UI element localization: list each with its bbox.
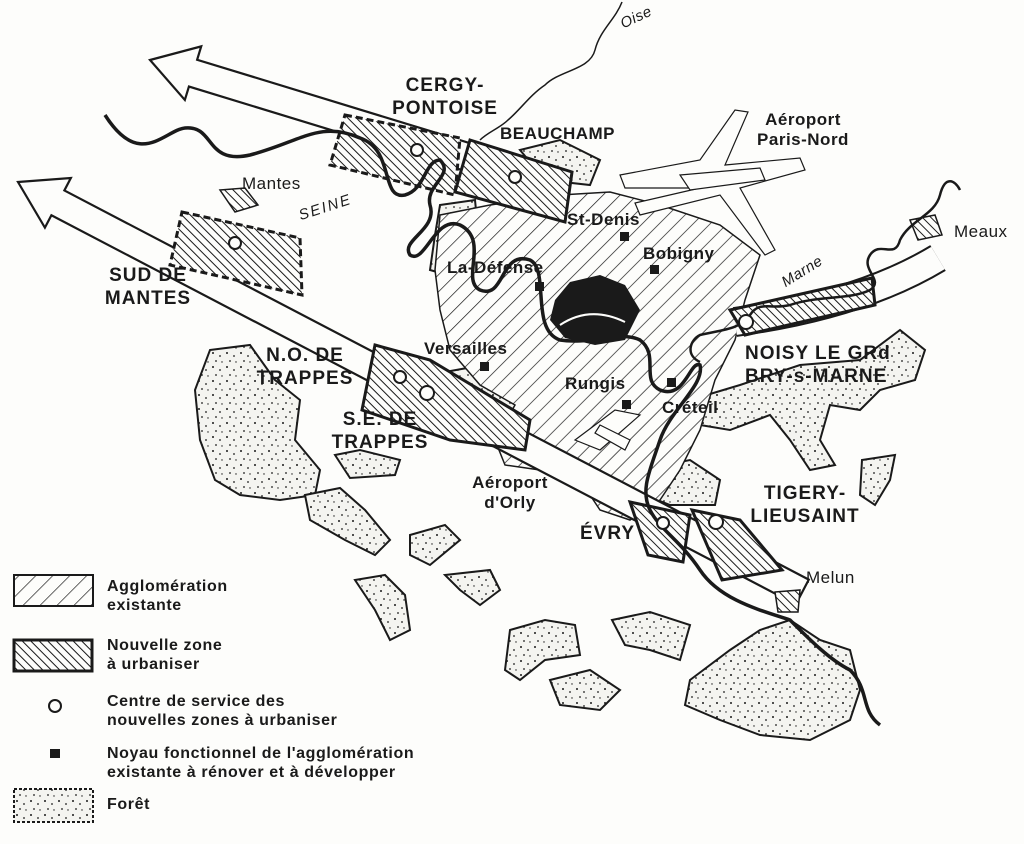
label-line: TRAPPES [331,432,429,453]
zone-melun [774,589,801,613]
label-cergy-pontoise: CERGY- PONTOISE [385,74,505,120]
legend-light-hatch-swatch [13,574,94,607]
legend-item-agglomeration: Agglomération existante [107,577,228,615]
legend-text: Forêt [107,796,150,813]
label-airport-paris-nord: Aéroport Paris-Nord [738,110,868,150]
label-bobigny: Bobigny [643,244,715,263]
label-rungis: Rungis [565,374,626,393]
label-evry: ÉVRY [580,523,636,544]
core-rungis [622,400,631,409]
core-bobigny [650,265,659,274]
label-se-trappes: S.E. DE TRAPPES [320,408,440,454]
centre-tigery [708,514,724,530]
label-line: LIEUSAINT [750,506,860,527]
airport-paris-nord-runways [619,109,806,256]
forest-e [442,568,502,607]
label-line: Paris-Nord [757,130,849,149]
core-st-denis [620,232,629,241]
label-melun: Melun [806,568,855,587]
rivers [103,1,962,727]
forest-b [333,448,402,480]
zone-sud-mantes [168,210,304,297]
label-line: N.O. DE [266,345,344,366]
centre-no-trappes [393,370,407,384]
zone-cergy [328,113,462,197]
centre-beauchamp [508,170,522,184]
legend-forest-swatch [13,788,94,823]
label-la-defense: La-Défense [447,258,544,277]
legend-item-new-zone: Nouvelle zone à urbaniser [107,636,222,674]
label-mantes: Mantes [242,174,301,193]
label-tigery-lieusaint: TIGERY- LIEUSAINT [740,482,870,528]
core-versailles [480,362,489,371]
seine-river [103,114,882,727]
forest-small-east [858,453,897,507]
core-la-defense [535,282,544,291]
legend-text: Centre de service des [107,693,286,710]
zone-mantes-town [218,187,260,213]
forest-notre-dame [688,328,927,472]
zone-evry [627,499,692,564]
centre-noisy [738,314,754,330]
legend-text: Agglomération [107,578,228,595]
forest-fontainebleau [683,618,862,742]
label-line: NOISY LE GRd [745,343,891,364]
label-noisy-bry: NOISY LE GRd BRY-s-MARNE [745,342,891,388]
centre-cergy [410,143,424,157]
label-line: S.E. DE [342,409,418,430]
label-creteil: Créteil [662,398,719,417]
functional-cores [480,232,676,409]
forest-h [610,610,692,662]
label-versailles: Versailles [424,339,508,358]
label-line: Aéroport [472,473,548,492]
centre-se-trappes [419,385,435,401]
core-creteil [667,378,676,387]
forest-d [409,523,462,567]
forest-c [353,573,412,642]
legend-symbols [12,574,94,823]
oise-river [479,1,623,141]
legend-dense-hatch-swatch [12,638,94,673]
legend-text: existante [107,597,182,614]
marne-river [689,180,962,364]
label-line: TRAPPES [256,368,354,389]
label-beauchamp: BEAUCHAMP [500,124,615,143]
label-line: TIGERY- [763,483,847,504]
legend-item-service-centre: Centre de service des nouvelles zones à … [107,692,338,730]
legend-item-functional-core: Noyau fonctionnel de l'agglomération exi… [107,744,414,782]
airport-orly-runways [573,409,642,451]
legend-item-forest: Forêt [107,795,150,814]
label-no-trappes: N.O. DE TRAPPES [245,344,365,390]
label-line: SUD DE [109,265,187,286]
label-sud-de-mantes: SUD DE MANTES [88,264,208,310]
label-line: d'Orly [484,493,536,512]
centre-sud-mantes [228,236,242,250]
zone-meaux [908,214,943,241]
zone-trappes [360,343,532,452]
label-line: MANTES [104,288,192,309]
new-urban-zones [168,113,943,613]
paris-core [550,275,640,345]
label-line: Aéroport [765,110,841,129]
label-line: BRY-s-MARNE [745,366,888,387]
label-line: PONTOISE [392,98,498,119]
centre-evry [656,516,670,530]
label-st-denis: St-Denis [567,210,640,229]
service-centres [228,143,754,530]
legend-text: existante à rénover et à développer [107,764,396,781]
forest-f [503,618,582,682]
label-orly-airport: Aéroport d'Orly [465,473,555,513]
legend-square-icon [50,749,60,758]
legend-text: nouvelles zones à urbaniser [107,712,338,729]
label-meaux: Meaux [954,222,1008,241]
legend-circle-icon [48,699,62,713]
label-line: CERGY- [405,75,485,96]
legend-text: Nouvelle zone [107,637,223,654]
forest-a [303,486,392,557]
forest-g [548,668,622,712]
legend-text: Noyau fonctionnel de l'agglomération [107,745,415,762]
legend-text: à urbaniser [107,656,200,673]
